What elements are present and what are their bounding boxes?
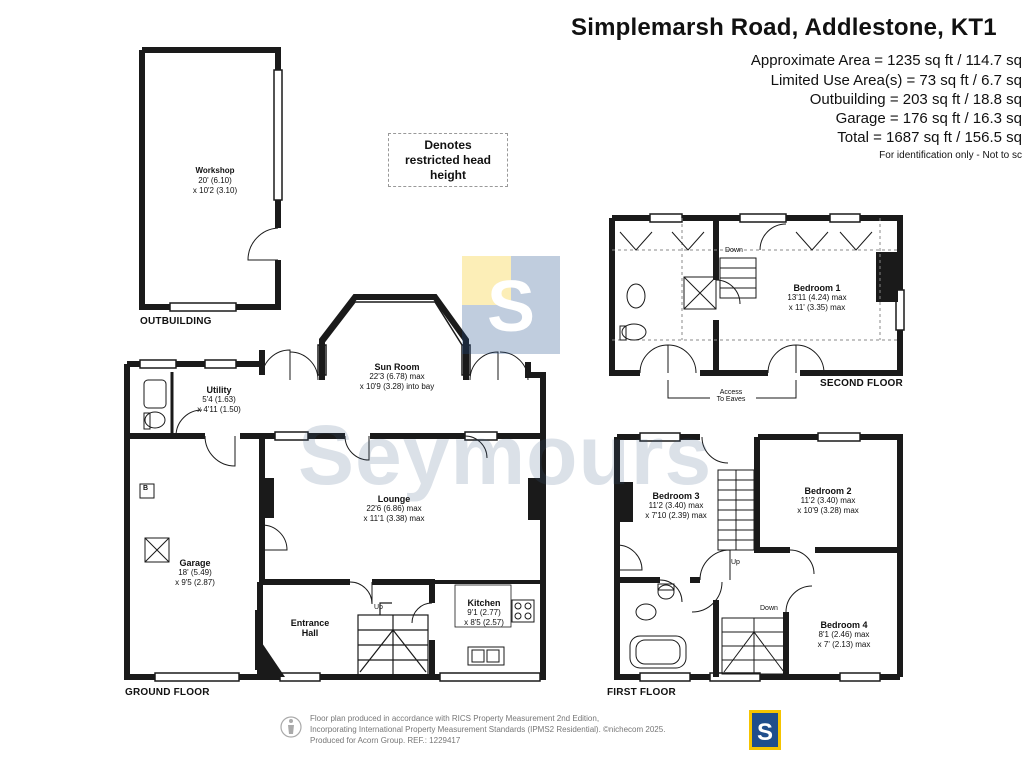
room-dimension: 22'6 (6.86) max <box>366 504 422 513</box>
room-name: Sun Room <box>374 362 420 372</box>
room-dimension: x 7'10 (2.39) max <box>645 511 707 520</box>
room-workshop: Workshop 20' (6.10) x 10'2 (3.10) <box>170 166 260 196</box>
watermark-logo: S <box>462 256 560 354</box>
room-dimension: x 10'9 (3.28) into bay <box>359 382 435 391</box>
area-limited-use: Limited Use Area(s) = 73 sq ft / 6.7 sq <box>770 72 1022 89</box>
room-dimension: 13'11 (4.24) max <box>787 293 847 302</box>
room-dimension: 11'2 (3.40) max <box>648 501 704 510</box>
room-dimension: 20' (6.10) <box>198 176 232 185</box>
stairs-down-label: Down <box>725 247 743 254</box>
floor-label-outbuilding: OUTBUILDING <box>140 316 212 327</box>
room-name: Hall <box>301 628 319 638</box>
room-dimension: x 11' (3.35) max <box>788 303 846 312</box>
room-lounge: Lounge 22'6 (6.86) max x 11'1 (3.38) max <box>344 494 444 524</box>
room-bedroom-2: Bedroom 2 11'2 (3.40) max x 10'9 (3.28) … <box>778 486 878 516</box>
room-dimension: 11'2 (3.40) max <box>800 496 856 505</box>
room-dimension: x 7' (2.13) max <box>817 640 871 649</box>
room-dimension: x 11'1 (3.38) max <box>363 514 425 523</box>
stairs-down-label: Down <box>760 605 778 612</box>
access-label: To Eaves <box>716 396 746 403</box>
access-eaves-label: Access To Eaves <box>714 389 748 403</box>
room-name: Bedroom 3 <box>652 491 700 501</box>
area-approximate: Approximate Area = 1235 sq ft / 114.7 sq <box>750 52 1022 69</box>
footer-line: Floor plan produced in accordance with R… <box>310 714 600 723</box>
seymours-logo: S <box>749 710 781 750</box>
room-name: Kitchen <box>467 598 501 608</box>
svg-text:S: S <box>757 719 773 746</box>
room-name: Garage <box>179 558 211 568</box>
room-sun-room: Sun Room 22'3 (6.78) max x 10'9 (3.28) i… <box>342 362 452 392</box>
room-dimension: x 10'2 (3.10) <box>192 186 238 195</box>
room-kitchen: Kitchen 9'1 (2.77) x 8'5 (2.57) <box>444 598 524 628</box>
room-name: Bedroom 4 <box>820 620 868 630</box>
floor-label-ground: GROUND FLOOR <box>125 687 210 698</box>
floor-label-first: FIRST FLOOR <box>607 687 676 698</box>
svg-text:S: S <box>487 267 535 347</box>
room-dimension: x 9'5 (2.87) <box>175 578 215 587</box>
identification-note: For identification only - Not to sc <box>879 150 1022 161</box>
room-dimension: 9'1 (2.77) <box>467 608 501 617</box>
room-dimension: 18' (5.49) <box>178 568 212 577</box>
stairs-up-label: Up <box>731 559 740 566</box>
area-total: Total = 1687 sq ft / 156.5 sq <box>837 129 1022 146</box>
watermark-text: Seymours <box>298 408 713 502</box>
room-bedroom-1: Bedroom 1 13'11 (4.24) max x 11' (3.35) … <box>767 283 867 313</box>
room-name: Lounge <box>377 494 411 504</box>
ground-floor-walls <box>124 350 546 680</box>
room-dimension: x 4'11 (1.50) <box>197 405 241 414</box>
room-utility: Utility 5'4 (1.63) x 4'11 (1.50) <box>184 385 254 415</box>
second-floor-walls <box>609 215 903 376</box>
floor-label-second: SECOND FLOOR <box>820 378 903 389</box>
room-dimension: x 8'5 (2.57) <box>464 618 504 627</box>
room-garage: Garage 18' (5.49) x 9'5 (2.87) <box>150 558 240 588</box>
room-bedroom-3: Bedroom 3 11'2 (3.40) max x 7'10 (2.39) … <box>634 491 718 521</box>
footer-disclaimer: Floor plan produced in accordance with R… <box>310 713 665 746</box>
room-entrance-hall: Entrance Hall <box>282 618 338 638</box>
rics-person-icon <box>280 712 302 744</box>
room-dimension: 22'3 (6.78) max <box>369 372 425 381</box>
footer-line: Incorporating International Property Mea… <box>310 725 666 734</box>
restricted-height-legend: Denotes restricted head height <box>388 133 508 187</box>
room-name: Workshop <box>195 166 235 175</box>
property-address: Simplemarsh Road, Addlestone, KT1 <box>571 14 997 41</box>
area-garage: Garage = 176 sq ft / 16.3 sq <box>835 110 1022 127</box>
room-name: Bedroom 2 <box>804 486 852 496</box>
access-label: Access <box>719 389 743 396</box>
restricted-height-text: Denotes restricted head height <box>404 137 492 182</box>
room-dimension: 5'4 (1.63) <box>202 395 236 404</box>
outbuilding-walls <box>139 47 281 310</box>
room-name: Entrance <box>290 618 330 628</box>
footer-line: Produced for Acorn Group. REF.: 1229417 <box>310 736 461 745</box>
area-outbuilding: Outbuilding = 203 sq ft / 18.8 sq <box>809 91 1022 108</box>
room-dimension: 8'1 (2.46) max <box>818 630 870 639</box>
room-dimension: x 10'9 (3.28) max <box>797 506 859 515</box>
room-name: Bedroom 1 <box>793 283 841 293</box>
stairs-up-label: Up <box>374 604 383 611</box>
room-name: Utility <box>206 385 232 395</box>
boiler-label: B <box>143 485 149 492</box>
room-bedroom-4: Bedroom 4 8'1 (2.46) max x 7' (2.13) max <box>802 620 886 650</box>
